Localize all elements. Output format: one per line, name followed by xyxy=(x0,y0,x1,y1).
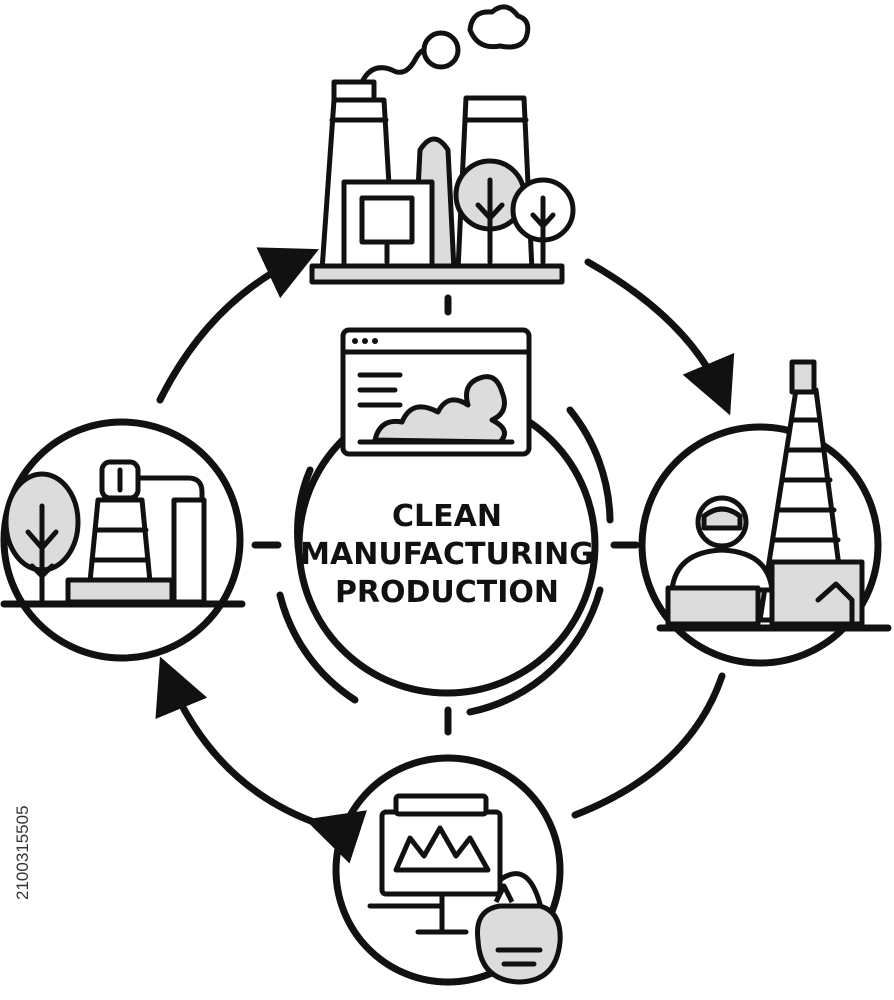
arrow-right-to-bottom xyxy=(571,672,726,819)
side-id-text: 2100315505 xyxy=(13,805,32,900)
center-inner-arc-right xyxy=(566,406,614,524)
center-inner-arc-bottom-right xyxy=(466,586,604,716)
right-circle xyxy=(638,423,882,667)
center-inner-arc-bottom xyxy=(276,591,359,704)
center-title-line-1: CLEAN xyxy=(392,499,502,534)
center-hub: CLEAN MANUFACTURING PRODUCTION xyxy=(251,294,640,736)
bottom-circle xyxy=(332,754,564,986)
plant-with-tree-icon xyxy=(0,418,246,662)
cycle-arrows xyxy=(155,247,735,864)
center-title-line-3: PRODUCTION xyxy=(335,575,559,610)
monitoring-computer-icon xyxy=(332,754,564,986)
browser-window-smoke-icon xyxy=(340,327,532,457)
worker-and-tower-icon xyxy=(638,359,892,667)
arrow-left-to-top xyxy=(156,247,320,404)
arrow-bottom-to-left xyxy=(155,656,367,864)
factory-with-trees-icon xyxy=(309,4,576,285)
center-inner-arc-left xyxy=(294,466,314,564)
center-title-line-2: MANUFACTURING xyxy=(300,537,594,572)
arrow-top-to-right xyxy=(584,258,735,416)
left-circle xyxy=(0,418,244,662)
